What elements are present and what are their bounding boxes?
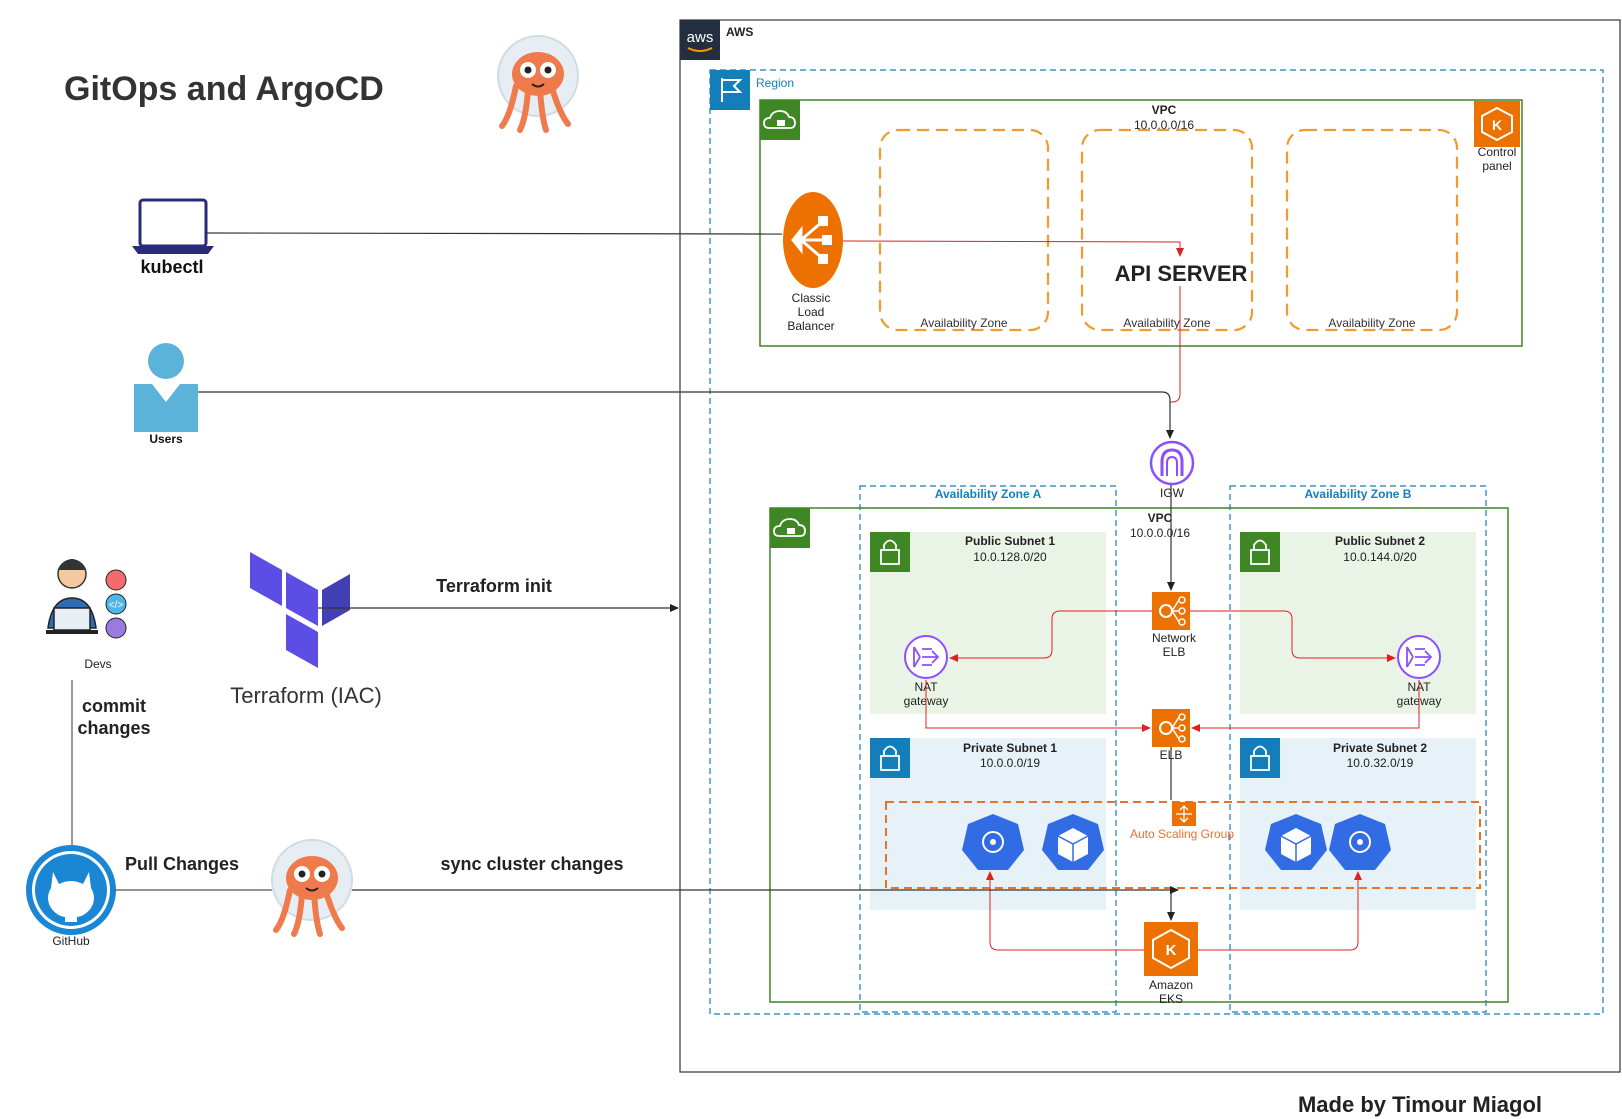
control-az-2-label: Availability Zone <box>1123 316 1210 330</box>
control-az-1-label: Availability Zone <box>920 316 1007 330</box>
nat-gateway-icon-2 <box>1397 635 1441 679</box>
clb-label-3: Balancer <box>787 319 834 333</box>
github-icon <box>26 845 116 935</box>
region-flag-icon <box>710 70 750 110</box>
eks-to-pod1-connector <box>986 871 1144 951</box>
argocd-logo-bottom <box>271 839 353 937</box>
control-panel-label-2: panel <box>1482 159 1511 173</box>
private-subnet-1-cidr: 10.0.0.0/19 <box>980 756 1040 770</box>
kubectl-label: kubectl <box>140 257 203 277</box>
control-az-3-label: Availability Zone <box>1328 316 1415 330</box>
k8s-pod-icon-1 <box>962 814 1024 870</box>
control-plane-vpc-label: VPC <box>1152 103 1177 117</box>
private-subnet-2-lock-icon <box>1240 738 1280 778</box>
network-elb-label-2: ELB <box>1163 645 1186 659</box>
auto-scaling-group-label: Auto Scaling Group <box>1130 827 1234 841</box>
auto-scaling-group <box>885 801 1481 889</box>
auto-scaling-group-icon <box>1172 802 1196 826</box>
igw-label: IGW <box>1160 486 1185 500</box>
users-label: Users <box>149 432 183 446</box>
k8s-pod-icon-2 <box>1329 814 1391 870</box>
control-plane-vpc <box>759 99 1523 347</box>
data-plane-vpc <box>769 507 1509 1003</box>
svg-text:</>: </> <box>109 600 124 611</box>
private-subnet-1-lock-icon <box>870 738 910 778</box>
aws-logo: aws <box>680 20 720 60</box>
aws-cloud-boundary <box>679 19 1621 1073</box>
amazon-eks-icon: K <box>1144 922 1198 976</box>
region-boundary <box>709 69 1604 1015</box>
public-subnet-2-cidr: 10.0.144.0/20 <box>1343 550 1417 564</box>
footer-credit: Made by Timour Miagol <box>1298 1092 1542 1117</box>
availability-zone-a-label: Availability Zone A <box>935 487 1042 501</box>
private-subnet-2-label: Private Subnet 2 <box>1333 741 1427 755</box>
pull-changes-label: Pull Changes <box>125 854 239 874</box>
nat1-to-elb-connector <box>925 680 1151 732</box>
network-elb-label-1: Network <box>1152 631 1197 645</box>
clb-label-2: Load <box>798 305 825 319</box>
api-server-label: API SERVER <box>1115 261 1248 286</box>
commit-changes-label-2: changes <box>77 718 150 738</box>
nat2-to-elb-connector <box>1191 680 1420 732</box>
control-az-2 <box>1080 128 1254 332</box>
nat-gateway-icon-1 <box>904 635 948 679</box>
data-plane-vpc-cidr: 10.0.0.0/16 <box>1130 526 1190 540</box>
availability-zone-a <box>859 485 1117 1013</box>
network-elb-icon <box>1152 592 1190 630</box>
private-subnet-1-label: Private Subnet 1 <box>963 741 1057 755</box>
data-plane-vpc-label: VPC <box>1148 511 1173 525</box>
internet-gateway-icon <box>1149 440 1195 486</box>
public-subnet-1-lock-icon <box>870 532 910 572</box>
page-title: GitOps and ArgoCD <box>64 70 384 108</box>
svg-text:aws: aws <box>687 29 714 46</box>
public-subnet-1-cidr: 10.0.128.0/20 <box>973 550 1047 564</box>
private-subnet-2-cidr: 10.0.32.0/19 <box>1347 756 1414 770</box>
network-elb-to-nat1-connector <box>949 610 1152 662</box>
commit-changes-label-1: commit <box>82 696 146 716</box>
vpc-cloud-lock-icon <box>760 100 800 140</box>
data-vpc-cloud-lock-icon <box>770 508 810 548</box>
control-panel-label-1: Control <box>1478 145 1517 159</box>
github-label: GitHub <box>52 934 90 948</box>
eks-to-pod2-connector <box>1198 871 1362 951</box>
amazon-eks-label-1: Amazon <box>1149 978 1193 992</box>
availability-zone-b <box>1229 485 1487 1013</box>
amazon-eks-label-2: EKS <box>1159 992 1183 1006</box>
argocd-logo-top <box>497 35 579 133</box>
availability-zone-b-label: Availability Zone B <box>1305 487 1412 501</box>
api-server-to-igw-connector <box>1170 286 1181 403</box>
control-plane-vpc-cidr: 10.0.0.0/16 <box>1134 118 1194 132</box>
users-to-igw-connector <box>198 391 1174 439</box>
public-subnet-2-lock-icon <box>1240 532 1280 572</box>
aws-label: AWS <box>726 25 753 39</box>
users-icon <box>134 343 198 432</box>
developer-icon: </> <box>46 559 127 639</box>
elb-icon <box>1152 709 1190 747</box>
svg-text:K: K <box>1492 117 1502 133</box>
clb-to-api-server-connector <box>842 240 1184 257</box>
laptop-icon <box>132 198 214 254</box>
control-az-1 <box>878 128 1050 332</box>
terraform-label: Terraform (IAC) <box>230 683 382 708</box>
control-az-3 <box>1285 128 1459 332</box>
k8s-node-icon-2 <box>1265 814 1327 870</box>
eks-control-panel-icon: K <box>1474 101 1520 147</box>
devs-label: Devs <box>84 657 111 671</box>
sync-cluster-changes-label: sync cluster changes <box>440 854 623 874</box>
terraform-logo <box>250 552 350 668</box>
classic-load-balancer-icon <box>783 192 843 288</box>
network-elb-to-nat2-connector <box>1190 610 1396 662</box>
public-subnet-1-label: Public Subnet 1 <box>965 534 1055 548</box>
region-label: Region <box>756 76 794 90</box>
clb-label-1: Classic <box>792 291 831 305</box>
terraform-init-label: Terraform init <box>436 576 552 596</box>
kubectl-to-clb-connector <box>205 232 783 235</box>
k8s-node-icon-1 <box>1042 814 1104 870</box>
svg-text:K: K <box>1166 942 1177 959</box>
public-subnet-2-label: Public Subnet 2 <box>1335 534 1425 548</box>
